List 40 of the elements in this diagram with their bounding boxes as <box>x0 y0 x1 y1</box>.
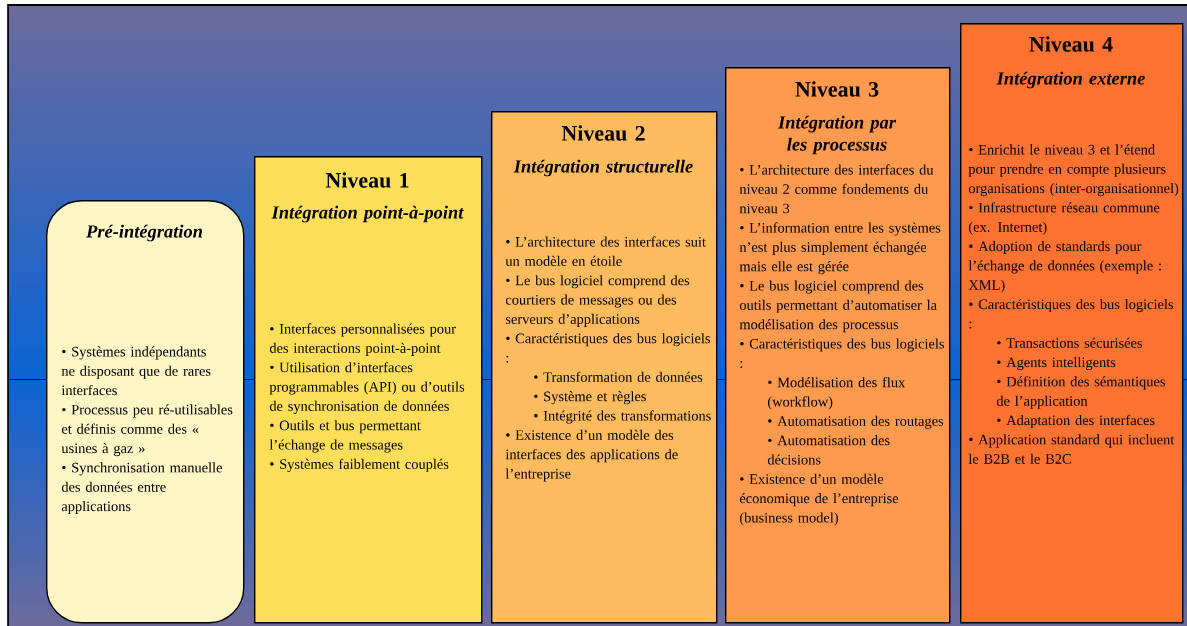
level-title: Niveau 3 <box>795 81 879 97</box>
bullet-item: • Caractéristiques des bus logiciels : <box>969 299 1173 329</box>
bullet-item: • Systèmes indépendants ne disposant que de rares interfaces <box>61 346 211 396</box>
bullet-item: • Caractéristiques des bus logiciels : <box>506 333 710 363</box>
bullet-item: • Interfaces personnalisées pour des interactions point-à-point <box>269 323 456 356</box>
bullet-item: • Synchronisation manuelle des données entre applications <box>61 462 222 515</box>
bullet-item: • Existence d’un modèle des interfaces des applications de l’entreprise <box>505 429 678 482</box>
sub-bullet-item: • Système et règles <box>534 391 646 405</box>
level-subtitle: Pré-intégration <box>86 224 203 242</box>
sub-bullet-item: • Automatisation des décisions <box>767 435 890 465</box>
sub-bullet-item: • Définition des sémantiques de l’application <box>996 376 1165 409</box>
bullet-item: • Existence d’un modèle économique de l’entreprise (business model) <box>739 473 899 526</box>
sub-bullet-item: • Transformation de données <box>534 371 703 382</box>
bullet-item: • Systèmes faiblement couplés <box>270 458 449 472</box>
sub-bullet-item: • Agents intelligents <box>997 357 1116 371</box>
bullet-item: • Le bus logiciel comprend des outils permettant d’automatiser la modélisation des processus <box>739 280 937 333</box>
level-title: Niveau 2 <box>561 125 645 141</box>
bullet-item: • Caractéristiques des bus logiciels : <box>740 338 944 368</box>
level-subtitle: Intégration point-à-point <box>271 205 464 223</box>
bullet-item: • Le bus logiciel comprend des courtiers de messages ou des serveurs d’applications <box>505 275 690 327</box>
bullet-item: • L’architecture des interfaces du niveau 2 comme fondements du niveau 3 <box>739 164 934 214</box>
bullet-item: • Utilisation d’interfaces programmables (API) ou d’outils de synchronisation de données <box>269 362 465 414</box>
bullet-item: • Enrichit le niveau 3 et l’étend pour prendre en compte plusieurs organisations (inter-organisationnel) <box>968 144 1179 197</box>
level-subtitle: Intégration externe <box>996 71 1145 89</box>
sub-bullet-item: • Intégrité des transformations <box>534 410 711 424</box>
sub-bullet-item: • Adaptation des interfaces <box>997 414 1155 429</box>
bullet-item: • Adoption de standards pour l’échange de données (exemple : XML) <box>968 241 1161 293</box>
level-title: Niveau 4 <box>1029 36 1113 52</box>
sub-bullet-item: • Transactions sécurisées <box>997 337 1143 348</box>
bullet-item: • Outils et bus permettant l’échange de messages <box>269 420 421 453</box>
bullet-item: • Application standard qui incluent le B2B et le B2C <box>968 434 1175 464</box>
sub-bullet-item: • Automatisation des routages <box>768 415 944 429</box>
bullet-item: • Infrastructure réseau commune (ex. Internet) <box>969 202 1160 235</box>
bullet-item: • Processus peu ré-utilisables et définis comme des « usines à gaz » <box>61 404 233 457</box>
level-title: Niveau 1 <box>325 172 409 188</box>
level-subtitle: Intégration par les processus <box>777 115 897 155</box>
bullet-item: • L’architecture des interfaces suit un modèle en étoile <box>505 236 706 266</box>
sub-bullet-item: • Modélisation des flux (workflow) <box>768 377 906 410</box>
level-subtitle: Intégration structurelle <box>513 159 693 177</box>
bullet-item: • L’information entre les systèmes n’est plus simplement échangée mais elle est gérée <box>739 222 941 275</box>
